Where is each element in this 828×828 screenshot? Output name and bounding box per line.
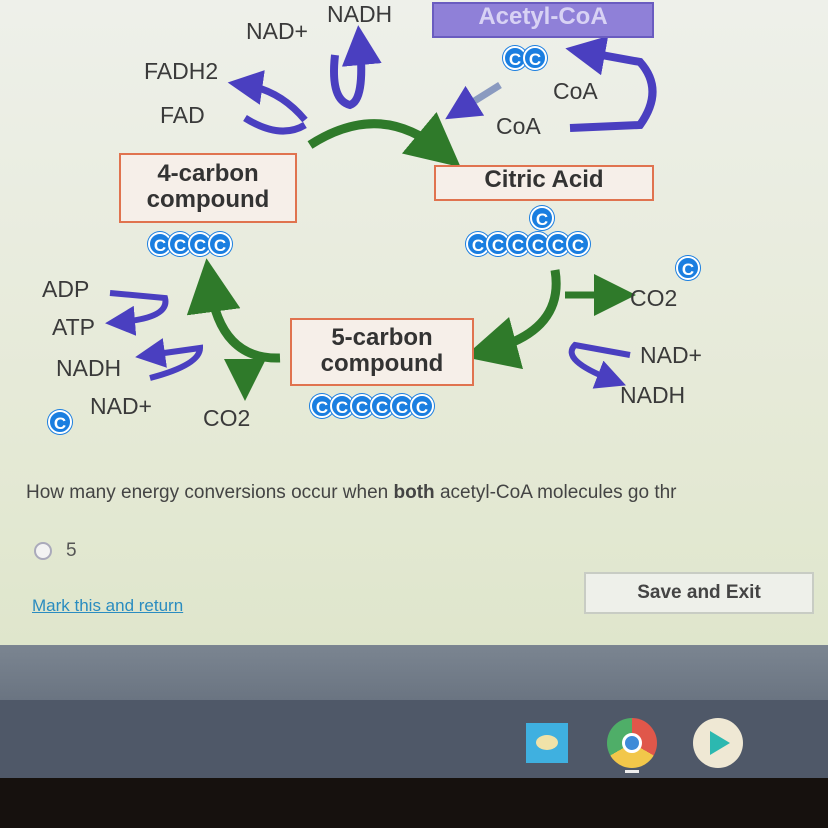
label-nadh: NADH <box>327 1 393 27</box>
taskbar <box>0 700 828 778</box>
question-text: How many energy conversions occur when b… <box>26 482 677 504</box>
label-co2: CO2 <box>630 285 678 311</box>
box-line: 4-carbon <box>157 160 259 187</box>
box-line: 5-carbon <box>331 324 433 351</box>
brain-app-icon[interactable] <box>526 723 568 763</box>
save-and-exit-button[interactable]: Save and Exit <box>584 572 814 614</box>
question-suffix: acetyl-CoA molecules go thr <box>434 482 677 503</box>
option-label: 5 <box>66 540 77 561</box>
question-prefix: How many energy conversions occur when <box>26 482 394 503</box>
monitor-bezel <box>0 778 828 828</box>
carbon: C <box>48 410 72 434</box>
label-fad: FAD <box>160 102 205 128</box>
question-bold: both <box>393 482 435 503</box>
citric-acid-box: Citric Acid <box>434 165 654 201</box>
green-arrow-left <box>186 258 281 363</box>
carbon: C <box>208 232 232 256</box>
label-nad: NAD+ <box>246 18 308 44</box>
box-line: compound <box>320 350 444 377</box>
label-coa: CoA <box>496 113 541 139</box>
label-nadh: NADH <box>56 355 122 381</box>
label-nad: NAD+ <box>90 393 152 419</box>
acetyl-coa-box: Acetyl-CoA <box>432 2 654 38</box>
label-fadh2: FADH2 <box>144 58 219 84</box>
active-app-indicator <box>625 770 639 773</box>
carbon: C <box>676 256 700 280</box>
carbon: C <box>390 394 414 418</box>
radio-button[interactable] <box>34 542 52 560</box>
carbon: C <box>566 232 590 256</box>
label-co2: CO2 <box>203 405 251 431</box>
green-arrow-right <box>463 269 561 370</box>
carbon: C <box>486 232 510 256</box>
chrome-icon[interactable] <box>607 718 657 768</box>
cycle-arrows <box>105 25 657 401</box>
label-coa: CoA <box>553 78 598 104</box>
carbon: C <box>530 206 554 230</box>
answer-option[interactable]: 5 <box>34 540 77 562</box>
label-atp: ATP <box>52 314 96 340</box>
carbon: C <box>523 46 547 70</box>
play-store-icon[interactable] <box>693 718 743 768</box>
label-nad: NAD+ <box>640 342 702 368</box>
label-nadh: NADH <box>620 382 686 408</box>
box-line: compound <box>146 186 270 213</box>
green-arrow-top <box>307 111 461 168</box>
carbon: C <box>330 394 354 418</box>
mark-this-and-return-link[interactable]: Mark this and return <box>32 596 184 615</box>
carbon: C <box>410 394 434 418</box>
label-adp: ADP <box>42 276 90 302</box>
